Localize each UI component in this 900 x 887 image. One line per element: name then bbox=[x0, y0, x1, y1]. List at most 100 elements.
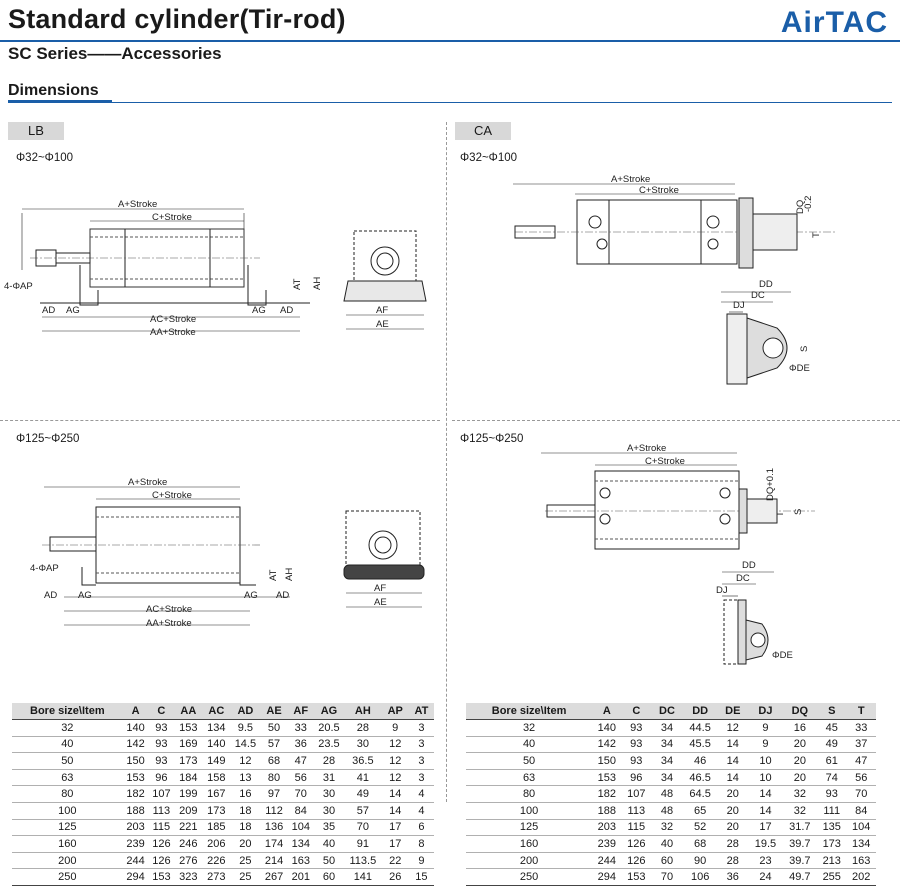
table-cell: 203 bbox=[122, 819, 149, 837]
table-cell: 39.7 bbox=[782, 852, 818, 870]
table-cell: 96 bbox=[621, 769, 652, 787]
table-cell: 20.5 bbox=[313, 719, 345, 737]
table-cell: 90 bbox=[682, 852, 718, 870]
table-cell: 63 bbox=[12, 769, 123, 787]
table-cell: 140 bbox=[202, 736, 231, 754]
table-header-cell: AD bbox=[230, 703, 261, 720]
table-header-cell: AT bbox=[408, 703, 434, 720]
table-cell: 134 bbox=[202, 719, 231, 737]
table-cell: 153 bbox=[621, 868, 652, 886]
table-cell: 70 bbox=[846, 785, 876, 803]
table-cell: 12 bbox=[230, 752, 261, 770]
table-cell: 63 bbox=[466, 769, 593, 787]
lb-large-ag-label: AG bbox=[78, 590, 92, 601]
lb-small-ag2-label: AG bbox=[252, 305, 266, 316]
table-cell: 39.7 bbox=[782, 835, 818, 853]
table-cell: 160 bbox=[12, 835, 123, 853]
table-cell: 246 bbox=[174, 835, 203, 853]
table-header-cell: AC bbox=[202, 703, 231, 720]
vertical-separator bbox=[446, 122, 447, 802]
table-cell: 14 bbox=[748, 785, 783, 803]
table-cell: 50 bbox=[260, 719, 288, 737]
table-cell: 93 bbox=[621, 736, 652, 754]
table-cell: 14 bbox=[717, 752, 749, 770]
table-cell: 26 bbox=[381, 868, 409, 886]
ca-large-s-label: S bbox=[793, 509, 804, 515]
table-cell: 19.5 bbox=[748, 835, 783, 853]
table-cell: 153 bbox=[592, 769, 622, 787]
lb-large-ad2-label: AD bbox=[276, 590, 289, 601]
ca-small-s-label: S bbox=[799, 346, 810, 352]
lb-large-side-drawing: A+Stroke C+Stroke 4-ΦAP AD AG AG AD AC+S… bbox=[30, 477, 295, 629]
lb-large-ae-label: AE bbox=[374, 597, 387, 608]
table-cell: 52 bbox=[682, 819, 718, 837]
table-cell: 104 bbox=[287, 819, 314, 837]
table-cell: 14 bbox=[717, 736, 749, 754]
lb-large-aa-stroke-label: AA+Stroke bbox=[146, 618, 192, 629]
table-cell: 25 bbox=[230, 852, 261, 870]
table-cell: 9 bbox=[748, 719, 783, 737]
table-cell: 93 bbox=[621, 719, 652, 737]
table-header-cell: AF bbox=[287, 703, 314, 720]
table-cell: 17 bbox=[381, 835, 409, 853]
lb-large-ad-label: AD bbox=[44, 590, 57, 601]
table-cell: 40 bbox=[651, 835, 683, 853]
table-cell: 36.5 bbox=[344, 752, 382, 770]
ca-large-t-label: T bbox=[775, 511, 786, 517]
table-cell: 294 bbox=[592, 868, 622, 886]
ca-tag: CA bbox=[455, 122, 511, 140]
table-cell: 126 bbox=[148, 852, 175, 870]
table-cell: 250 bbox=[466, 868, 593, 886]
table-header-cell: C bbox=[621, 703, 652, 720]
ca-small-dq-label: DQ bbox=[795, 200, 806, 214]
table-cell: 3 bbox=[408, 752, 434, 770]
table-cell: 34 bbox=[651, 769, 683, 787]
table-cell: 70 bbox=[651, 868, 683, 886]
table-cell: 40 bbox=[466, 736, 593, 754]
table-header-cell: DE bbox=[717, 703, 749, 720]
table-header-cell: AG bbox=[313, 703, 345, 720]
table-cell: 70 bbox=[287, 785, 314, 803]
table-cell: 200 bbox=[12, 852, 123, 870]
table-cell: 150 bbox=[122, 752, 149, 770]
table-cell: 9 bbox=[408, 852, 434, 870]
table-cell: 134 bbox=[846, 835, 876, 853]
section-underline bbox=[8, 100, 112, 103]
ca-small-dq-tol-label: -0.2 bbox=[803, 196, 814, 212]
table-cell: 140 bbox=[592, 719, 622, 737]
lb-small-ad2-label: AD bbox=[280, 305, 293, 316]
table-cell: 17 bbox=[381, 819, 409, 837]
table-cell: 32 bbox=[466, 719, 593, 737]
table-cell: 142 bbox=[122, 736, 149, 754]
table-cell: 10 bbox=[748, 769, 783, 787]
table-cell: 173 bbox=[202, 802, 231, 820]
ca-small-dj-label: DJ bbox=[733, 300, 745, 311]
brand-logo: AirTAC bbox=[780, 6, 888, 39]
ca-horizontal-separator bbox=[452, 420, 900, 421]
table-header-cell: DJ bbox=[748, 703, 783, 720]
table-cell: 97 bbox=[260, 785, 288, 803]
table-cell: 174 bbox=[260, 835, 288, 853]
table-cell: 239 bbox=[122, 835, 149, 853]
table-cell: 10 bbox=[748, 752, 783, 770]
table-cell: 64.5 bbox=[682, 785, 718, 803]
lb-large-front-drawing: AF AE bbox=[343, 510, 425, 608]
lb-small-side-drawing: A+Stroke C+Stroke 4-ΦAP AD AG AG AD AC+S… bbox=[4, 199, 323, 338]
table-cell: 56 bbox=[287, 769, 314, 787]
section-title: Dimensions bbox=[8, 82, 99, 99]
table-cell: 14.5 bbox=[230, 736, 261, 754]
table-cell: 84 bbox=[287, 802, 314, 820]
table-cell: 34 bbox=[651, 719, 683, 737]
header-rule bbox=[0, 40, 900, 42]
table-cell: 49.7 bbox=[782, 868, 818, 886]
table-header-cell: A bbox=[592, 703, 622, 720]
table-cell: 12 bbox=[381, 769, 409, 787]
